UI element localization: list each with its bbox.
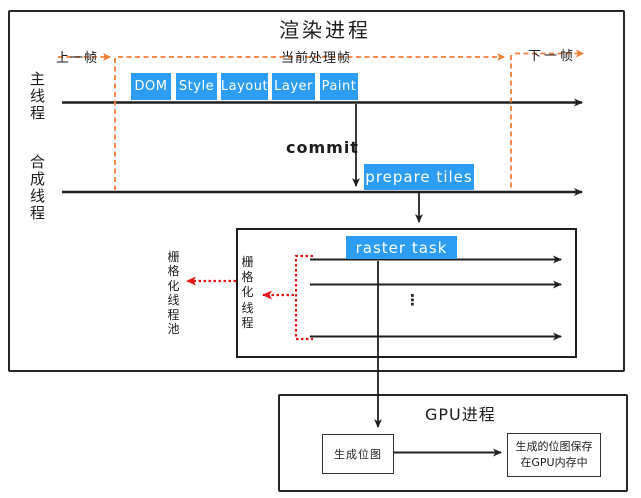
- prepare-tiles-box: prepare tiles: [364, 164, 474, 190]
- render-process-title: 渲染进程: [279, 18, 371, 42]
- stage-box-dom: DOM: [131, 73, 171, 100]
- previous-frame-label: 上一帧: [56, 51, 99, 66]
- next-frame-label: 下一帧: [528, 49, 577, 64]
- raster-task-box: raster task: [346, 236, 457, 259]
- generate-bitmap-box: 生成位图: [322, 434, 394, 474]
- stage-box-layout: Layout: [221, 73, 268, 100]
- raster-thread-label: 栅格化线程: [241, 255, 254, 330]
- render-process-box: [8, 10, 625, 372]
- stage-box-style: Style: [176, 73, 217, 100]
- commit-label: commit: [286, 138, 359, 157]
- raster-pool-box: [236, 228, 577, 358]
- bitmap-storage-line-1: 生成的位图保存: [515, 440, 593, 453]
- bitmap-storage-line-2: 在GPU内存中: [520, 456, 588, 469]
- gpu-process-box: [278, 394, 628, 492]
- stage-box-layer: Layer: [272, 73, 315, 100]
- gpu-process-title: GPU进程: [425, 405, 496, 424]
- bitmap-storage-box: 生成的位图保存 在GPU内存中: [507, 433, 601, 477]
- raster-threads-ellipsis: ⋮: [405, 291, 420, 309]
- stage-box-paint: Paint: [320, 73, 358, 100]
- raster-pool-label: 栅格化线程池: [167, 250, 180, 337]
- current-frame-label: 当前处理帧: [281, 51, 352, 66]
- main-thread-label: 主线程: [29, 70, 45, 122]
- compositor-thread-label: 合成线程: [29, 153, 45, 222]
